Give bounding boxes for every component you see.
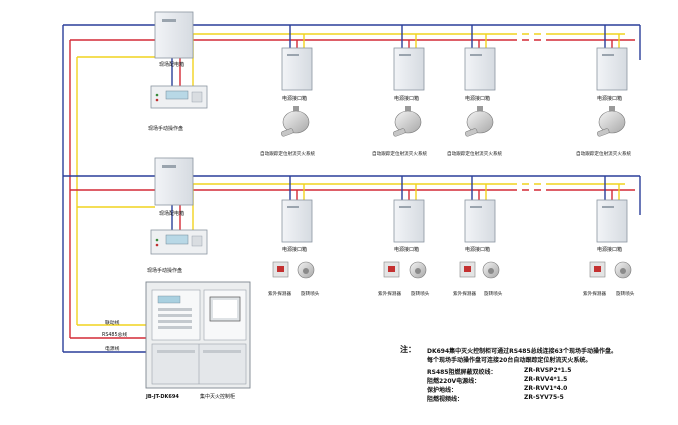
spec-value: ZR-RVV4*1.5 [524, 376, 568, 383]
rotating-nozzle-2 [409, 261, 427, 279]
spec-name: 保护地线： [427, 387, 458, 394]
rotating-nozzle-1 [297, 261, 315, 279]
auto-cannon-label: 自动跟踪定位射流灭火系统 [260, 150, 316, 157]
spec-name: 阻燃视频线： [427, 396, 464, 403]
interface-box-lower-1 [281, 199, 313, 243]
interface-box-upper-2 [393, 47, 425, 91]
notes-heading: 注： [400, 345, 416, 354]
bus-line-label: 联动线 [105, 319, 120, 326]
uv-detector-label: 紫外探测器 [378, 290, 401, 297]
spec-name: RS485阻燃屏蔽双绞线： [427, 369, 497, 376]
power-line-label: 电源线 [105, 345, 120, 352]
auto-cannon-label: 自动跟踪定位射流灭火系统 [372, 150, 428, 157]
manual-panel-lower [150, 229, 208, 255]
cabinet-model: JB-JT-DK694 [145, 394, 179, 400]
interface-box-label: 电源接口箱 [597, 246, 622, 253]
interface-box-label: 电源接口箱 [465, 95, 490, 102]
interface-box-label: 电源接口箱 [597, 95, 622, 102]
spec-name: 阻燃220V电源线： [427, 378, 481, 385]
spec-value: ZR-RVV1*4.0 [524, 385, 568, 392]
auto-cannon-upper-1 [280, 106, 310, 137]
uv-detector-label: 紫外探测器 [583, 290, 606, 297]
interface-box-label: 电源接口箱 [282, 95, 307, 102]
manual-panel-label-upper: 现场手动操作盘 [148, 125, 183, 132]
notes-line-1: DK694集中灭火控制柜可通过RS485总线连接63个现场手动操作盘。 [427, 348, 617, 355]
interface-box-label: 电源接口箱 [465, 246, 490, 253]
manual-panel-upper [150, 85, 208, 109]
uv-detector-label: 紫外探测器 [268, 290, 291, 297]
rotating-nozzle-label: 旋转喷头 [301, 290, 320, 297]
uv-detector-3 [459, 261, 476, 278]
auto-cannon-upper-2 [392, 106, 422, 137]
auto-cannon-upper-3 [464, 106, 494, 137]
wiring [62, 24, 641, 353]
uv-detector-label: 紫外探测器 [453, 290, 476, 297]
uv-detector-1 [272, 261, 289, 278]
rotating-nozzle-3 [482, 261, 500, 279]
distribution-box-label-lower: 现场配电箱 [159, 210, 184, 217]
rotating-nozzle-label: 旋转喷头 [616, 290, 635, 297]
rotating-nozzle-label: 旋转喷头 [484, 290, 503, 297]
interface-box-label: 电源接口箱 [394, 95, 419, 102]
interface-box-label: 电源接口箱 [394, 246, 419, 253]
interface-box-upper-4 [596, 47, 628, 91]
control-cabinet [145, 281, 251, 389]
cabinet-name: 集中灭火控制柜 [200, 393, 235, 400]
auto-cannon-label: 自动跟踪定位射流灭火系统 [576, 150, 632, 157]
spec-value: ZR-SYV75-5 [524, 394, 564, 401]
interface-box-lower-2 [393, 199, 425, 243]
manual-panel-label-lower: 现场手动操作盘 [147, 267, 182, 274]
interface-box-lower-3 [464, 199, 496, 243]
auto-cannon-upper-4 [596, 106, 626, 137]
auto-cannon-label: 自动跟踪定位射流灭火系统 [447, 150, 503, 157]
notes-line-2: 每个现场手动操作盘可连接20台自动跟踪定位射流灭火系统。 [427, 357, 592, 364]
interface-box-upper-1 [281, 47, 313, 91]
uv-detector-4 [589, 261, 606, 278]
interface-box-upper-3 [464, 47, 496, 91]
interface-box-label: 电源接口箱 [282, 246, 307, 253]
rs485-line-label: RS485总线 [102, 331, 127, 338]
spec-value: ZR-RVSP2*1.5 [524, 367, 572, 374]
distribution-box-upper [154, 11, 194, 59]
distribution-box-lower [154, 157, 194, 206]
rotating-nozzle-label: 旋转喷头 [411, 290, 430, 297]
interface-box-lower-4 [596, 199, 628, 243]
rotating-nozzle-4 [614, 261, 632, 279]
distribution-box-label-upper: 现场配电箱 [159, 61, 184, 68]
uv-detector-2 [383, 261, 400, 278]
